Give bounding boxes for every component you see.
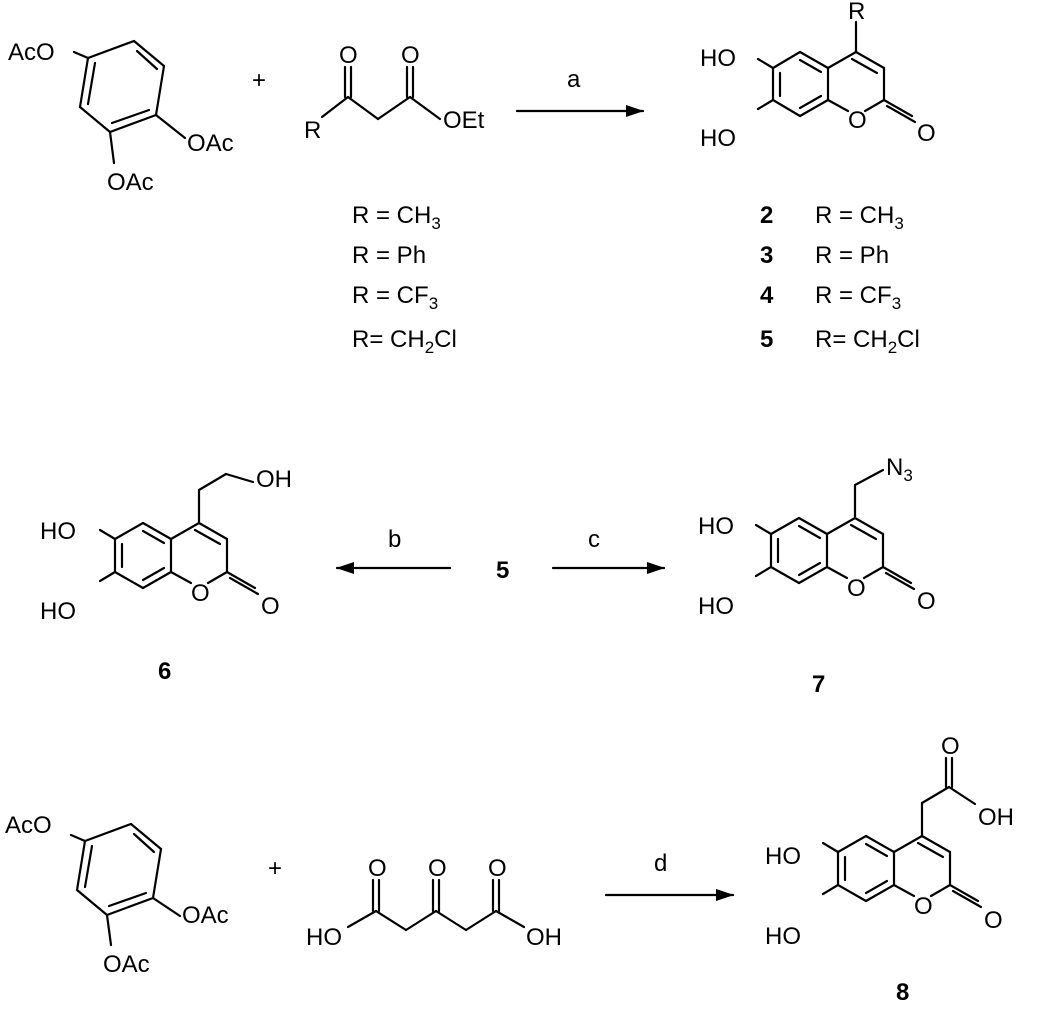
triacetoxybenzene-1: AcO OAc OAc: [8, 39, 234, 196]
compound-number-2: 2: [760, 202, 773, 229]
ester-oxygen-label: O: [401, 42, 420, 69]
compound-7-hydroxy-top: HO: [698, 513, 734, 540]
compound-3-r: R = Ph: [815, 242, 889, 269]
compound-6-hydroxymethyl-label: OH: [256, 466, 292, 493]
starting-compound-5: 5: [496, 557, 509, 584]
compound-8-ring-oxygen: O: [914, 893, 933, 920]
compound-number-5: 5: [760, 326, 773, 353]
compound-8-hydroxy-bottom: HO: [765, 923, 801, 950]
compound-number-3: 3: [760, 242, 773, 269]
compound-4-r: R = CF3: [815, 282, 901, 313]
compound-8-acid-oxygen: O: [941, 733, 960, 760]
coumarin-product-general: R HO HO O O: [700, 0, 936, 152]
compound-6-hydroxy-bottom: HO: [40, 598, 76, 625]
r-options-list: R = CH3 R = Ph R = CF3 R= CH2Cl: [352, 202, 457, 357]
compound-8-structure: O OH HO HO O O 8: [765, 733, 1014, 1006]
hydroxy-label-6: HO: [700, 45, 736, 72]
acid-oxygen-right: O: [488, 855, 507, 882]
r-option-methyl: R = CH3: [352, 202, 441, 233]
compound-6-hydroxy-top: HO: [40, 518, 76, 545]
compound-2-r: R = CH3: [815, 202, 904, 233]
compound-number-8: 8: [896, 979, 909, 1006]
r-option-trifluoromethyl: R = CF3: [352, 282, 438, 313]
ketone-oxygen-label: O: [339, 42, 358, 69]
compound-6-ring-oxygen: O: [191, 580, 210, 607]
ethoxy-label: OEt: [443, 107, 485, 134]
carbonyl-oxygen-label: O: [917, 120, 936, 147]
plus-sign-1: +: [252, 67, 266, 94]
acetoxy-label-bottom-2: OAc: [103, 951, 150, 978]
acetoxy-label-top: AcO: [8, 39, 55, 66]
compound-5-r: R= CH2Cl: [815, 326, 920, 357]
product-list: 2 R = CH3 3 R = Ph 4 R = CF3 5 R= CH2Cl: [760, 202, 920, 357]
acid-hydroxy-right: OH: [526, 924, 562, 951]
acetoxy-label-right: OAc: [187, 130, 234, 157]
acetoxy-label-right-2: OAc: [182, 902, 229, 929]
reaction-2: OH HO HO O O 6 b 5 c: [40, 454, 936, 698]
substituent-r-label: R: [304, 117, 321, 144]
compound-number-4: 4: [760, 282, 774, 309]
condition-d-label: d: [654, 850, 667, 877]
condition-c-label: c: [588, 526, 600, 553]
ketone-oxygen-center: O: [428, 855, 447, 882]
compound-number-6: 6: [158, 658, 171, 685]
acid-hydroxy-left: HO: [306, 924, 342, 951]
compound-7-azide-label: N3: [886, 454, 913, 485]
compound-8-carbonyl-oxygen: O: [984, 907, 1003, 934]
ketoester-reagent: R O O OEt: [304, 42, 485, 144]
acetoxy-label-top-2: AcO: [5, 812, 52, 839]
r-option-chloromethyl: R= CH2Cl: [352, 326, 457, 357]
condition-a-label: a: [567, 66, 581, 93]
compound-6-structure: OH HO HO O O 6: [40, 466, 292, 685]
triacetoxybenzene-2: AcO OAc OAc: [5, 812, 229, 978]
compound-7-structure: N3 HO HO O O 7: [698, 454, 936, 698]
acetoxy-label-bottom: OAc: [107, 169, 154, 196]
compound-number-7: 7: [812, 671, 825, 698]
compound-7-ring-oxygen: O: [847, 575, 866, 602]
reaction-1: AcO OAc OAc + R O O OEt R = CH3: [8, 0, 936, 357]
compound-7-carbonyl-oxygen: O: [917, 588, 936, 615]
acetonedicarboxylic-acid: O O O HO OH: [306, 855, 562, 951]
acid-oxygen-left: O: [368, 855, 387, 882]
condition-b-label: b: [388, 526, 401, 553]
hydroxy-label-7: HO: [700, 125, 736, 152]
reaction-3: AcO OAc OAc + O O O H: [5, 733, 1014, 1006]
r-option-phenyl: R = Ph: [352, 242, 426, 269]
ring-oxygen-label: O: [848, 107, 867, 134]
compound-7-hydroxy-bottom: HO: [698, 593, 734, 620]
compound-8-acid-hydroxy: OH: [978, 804, 1014, 831]
compound-6-carbonyl-oxygen: O: [261, 593, 280, 620]
plus-sign-2: +: [268, 855, 282, 882]
compound-8-hydroxy-top: HO: [765, 843, 801, 870]
product-r-label: R: [848, 0, 865, 25]
